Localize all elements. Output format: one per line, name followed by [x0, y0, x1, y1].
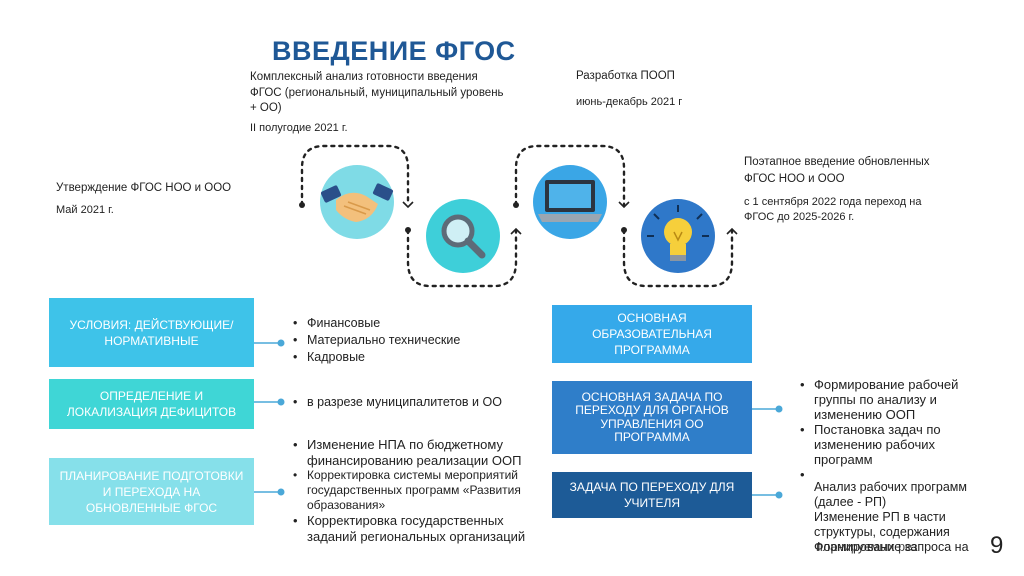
list-item: Формирование запроса на планируемых рез — [814, 540, 969, 554]
management-list: Формирование рабочей группы по анализу и… — [800, 377, 985, 482]
main-program-box: ОСНОВНАЯ ОБРАЗОВАТЕЛЬНАЯ ПРОГРАММА — [552, 305, 752, 363]
step3-title: Разработка ПООП — [576, 70, 675, 82]
list-item: Анализ рабочих программ (далее - РП) — [814, 480, 967, 509]
conditions-list: Финансовые Материально технические Кадро… — [293, 315, 533, 366]
step4-title: Поэтапное введение обновленных ФГОС НОО … — [744, 156, 930, 185]
magnifier-icon — [426, 199, 500, 273]
lightbulb-icon — [641, 199, 715, 273]
page-title: ВВЕДЕНИЕ ФГОС — [272, 36, 516, 66]
list-item: в разрезе муниципалитетов и ОО — [293, 394, 553, 411]
overlap-text: планируемых рез — [816, 540, 918, 554]
step1-title: Утверждение ФГОС НОО и ООО — [56, 182, 232, 194]
list-item: Формирование рабочей группы по анализу и… — [800, 377, 985, 422]
teacher-task-box: ЗАДАЧА ПО ПЕРЕХОДУ ДЛЯ УЧИТЕЛЯ — [552, 472, 752, 518]
step3-date: июнь-декабрь 2021 г — [576, 96, 683, 108]
step2-date: II полугодие 2021 г. — [250, 122, 348, 134]
deficits-list: в разрезе муниципалитетов и ОО — [293, 394, 553, 411]
list-item: Корректировка государственных заданий ре… — [293, 513, 538, 544]
conditions-box: УСЛОВИЯ: ДЕЙСТВУЮЩИЕ/ НОРМАТИВНЫЕ — [49, 298, 254, 367]
step1-date: Май 2021 г. — [56, 204, 114, 216]
page-number: 9 — [990, 532, 1004, 559]
deficits-box: ОПРЕДЕЛЕНИЕ И ЛОКАЛИЗАЦИЯ ДЕФИЦИТОВ — [49, 379, 254, 429]
step2-title: Комплексный анализ готовности введения Ф… — [250, 71, 504, 114]
list-item: Постановка задач по изменению рабочих пр… — [800, 422, 985, 467]
planning-list: Изменение НПА по бюджетному финансирован… — [293, 437, 538, 544]
step4-date: с 1 сентября 2022 года переход на ФГОС д… — [744, 196, 922, 223]
management-task-box: ОСНОВНАЯ ЗАДАЧА ПО ПЕРЕХОДУ ДЛЯ ОРГАНОВ … — [552, 381, 752, 454]
handshake-icon — [320, 165, 394, 239]
list-item: Материально технические — [293, 332, 533, 349]
planning-box: ПЛАНИРОВАНИЕ ПОДГОТОВКИ И ПЕРЕХОДА НА ОБ… — [49, 458, 254, 525]
teacher-list: Анализ рабочих программ (далее - РП) Изм… — [814, 480, 994, 555]
list-item: Корректировка системы мероприятий госуда… — [293, 468, 538, 513]
list-item: Изменение НПА по бюджетному финансирован… — [293, 437, 538, 468]
list-item: Финансовые — [293, 315, 533, 332]
list-item: Кадровые — [293, 349, 533, 366]
laptop-icon — [533, 165, 607, 239]
list-item: Изменение РП в части структуры, содержан… — [814, 510, 950, 539]
